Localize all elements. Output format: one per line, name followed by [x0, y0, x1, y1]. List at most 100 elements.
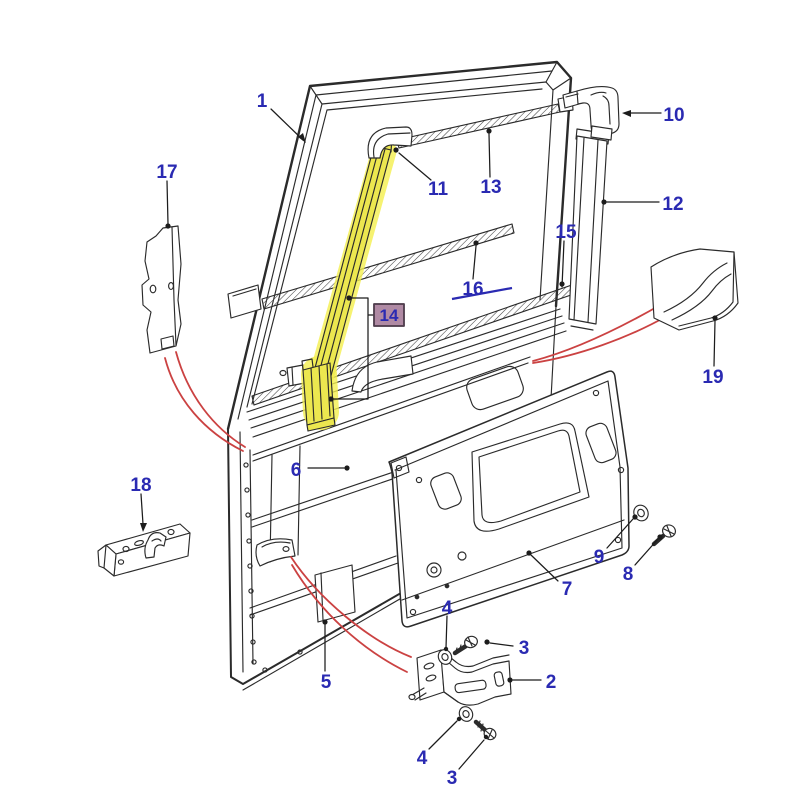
- bracket-18-side: [103, 544, 117, 577]
- grab-bracket-detail: [261, 541, 291, 548]
- guide-curves: [164, 303, 668, 673]
- bolt-3-lower-head-detail: [485, 729, 495, 740]
- panel-7-grommet-inner: [430, 566, 438, 574]
- part-18-latch-bracket: [97, 523, 191, 577]
- callout-12: 12: [662, 194, 683, 215]
- panel-7-corner-box: [390, 456, 410, 479]
- channel-inner-lines: [315, 147, 386, 387]
- arrowhead-1: [298, 133, 306, 143]
- leader-7: [530, 554, 559, 582]
- guide-curve: [291, 564, 408, 673]
- regulator-bracket: [279, 355, 414, 393]
- elbow-10-nub: [562, 90, 580, 109]
- callout-14: 14: [380, 306, 399, 325]
- panel-7-outline: [388, 370, 630, 628]
- part-5-plate: [314, 564, 356, 623]
- leader-4-lower: [428, 720, 458, 750]
- callout-2: 2: [546, 672, 557, 693]
- channel-clip-line: [291, 366, 294, 386]
- part-19-membrane: [650, 248, 739, 331]
- panel-7-hole: [614, 536, 622, 544]
- arrowhead-10: [622, 110, 631, 117]
- inner-panel-top-edge: [252, 356, 531, 462]
- latch-cutout: [466, 365, 524, 411]
- elbow-10-body: [576, 85, 620, 135]
- callout-11: 11: [428, 179, 449, 200]
- part-2-bracket: [408, 649, 512, 706]
- bracket-17-notch: [160, 335, 175, 350]
- callout-7: 7: [562, 579, 573, 600]
- bracket-18-hole: [167, 528, 175, 536]
- washer-9: [633, 504, 649, 522]
- leader-15: [561, 240, 565, 288]
- callout-3-upper: 3: [519, 638, 530, 659]
- pillar-block: [227, 284, 262, 319]
- panel-7-hole: [415, 476, 423, 484]
- elbow-11-body: [367, 126, 413, 159]
- guide-inner-lines: [310, 363, 331, 422]
- rail-13: [396, 103, 561, 149]
- callout-19: 19: [702, 367, 723, 388]
- bracket-2-slot: [425, 674, 437, 682]
- guide-curve: [175, 351, 246, 448]
- bracket-18-end-profile: [97, 544, 107, 569]
- leader-lines: [140, 108, 718, 770]
- leader-17: [166, 180, 169, 225]
- leader-14-bracket: [330, 297, 375, 400]
- callout-3-lower: 3: [447, 768, 458, 789]
- bolt-8-head-detail: [663, 525, 675, 537]
- panel-7-dot: [444, 583, 450, 589]
- bracket-17-outline: [141, 225, 182, 354]
- callout-8: 8: [623, 564, 634, 585]
- panel-7-slot: [585, 422, 617, 464]
- guide-curve: [164, 357, 244, 452]
- callout-10: 10: [663, 105, 684, 126]
- part-7-inner-panel: [388, 370, 630, 628]
- elbow-10-collar: [590, 125, 613, 141]
- panel-7-grommet: [426, 562, 442, 578]
- bracket-18-hole: [117, 559, 125, 565]
- leader-11: [398, 152, 432, 181]
- guide-curve: [290, 556, 412, 658]
- panel-7-pocket-inner: [478, 429, 581, 524]
- bracket-2-strap-lines: [440, 649, 510, 703]
- washer-4-upper-hole: [441, 653, 449, 661]
- leader-arrowheads: [140, 110, 631, 532]
- bracket-17-inner: [171, 226, 177, 346]
- bolt-3-upper-head-detail: [465, 636, 476, 647]
- panel-7-pocket: [471, 422, 590, 532]
- panel-7-hole: [617, 466, 625, 474]
- elbow-11-inner-arc: [372, 132, 411, 158]
- channel-12-body: [568, 135, 608, 325]
- bolt-3-lower-threads: [477, 720, 484, 732]
- part-17-bracket: [141, 225, 182, 354]
- callout-17: 17: [156, 162, 177, 183]
- bracket-17-hole: [168, 282, 174, 290]
- door-left-edge: [227, 428, 546, 685]
- guide-top-step: [301, 358, 314, 371]
- bracket-2-slot: [423, 662, 435, 670]
- bracket-2-mid-slot: [454, 679, 487, 694]
- leader-4-upper: [445, 615, 448, 649]
- bolt-3-upper-shank: [452, 643, 469, 656]
- leader-dots: [165, 128, 718, 740]
- window-rails: [251, 95, 595, 406]
- leader-13: [488, 133, 491, 178]
- callout-labels: 1 17 11 13 10 12 15 16 14 19 6 18 9 8 7 …: [130, 91, 723, 789]
- leader-18: [140, 493, 144, 525]
- membrane-wave: [663, 262, 728, 313]
- callout-1: 1: [257, 91, 268, 112]
- leader-3-upper: [489, 642, 514, 647]
- panel-7-hole: [592, 389, 600, 397]
- callout-4-lower: 4: [417, 748, 428, 769]
- washer-4-lower: [458, 706, 474, 722]
- grab-bracket-hole: [282, 546, 290, 552]
- leader-9: [606, 518, 634, 549]
- guide-curve: [532, 315, 668, 364]
- leader-8: [634, 538, 659, 566]
- guide-curve: [532, 303, 663, 362]
- part-11-elbow: [367, 126, 413, 159]
- callout-5: 5: [321, 672, 332, 693]
